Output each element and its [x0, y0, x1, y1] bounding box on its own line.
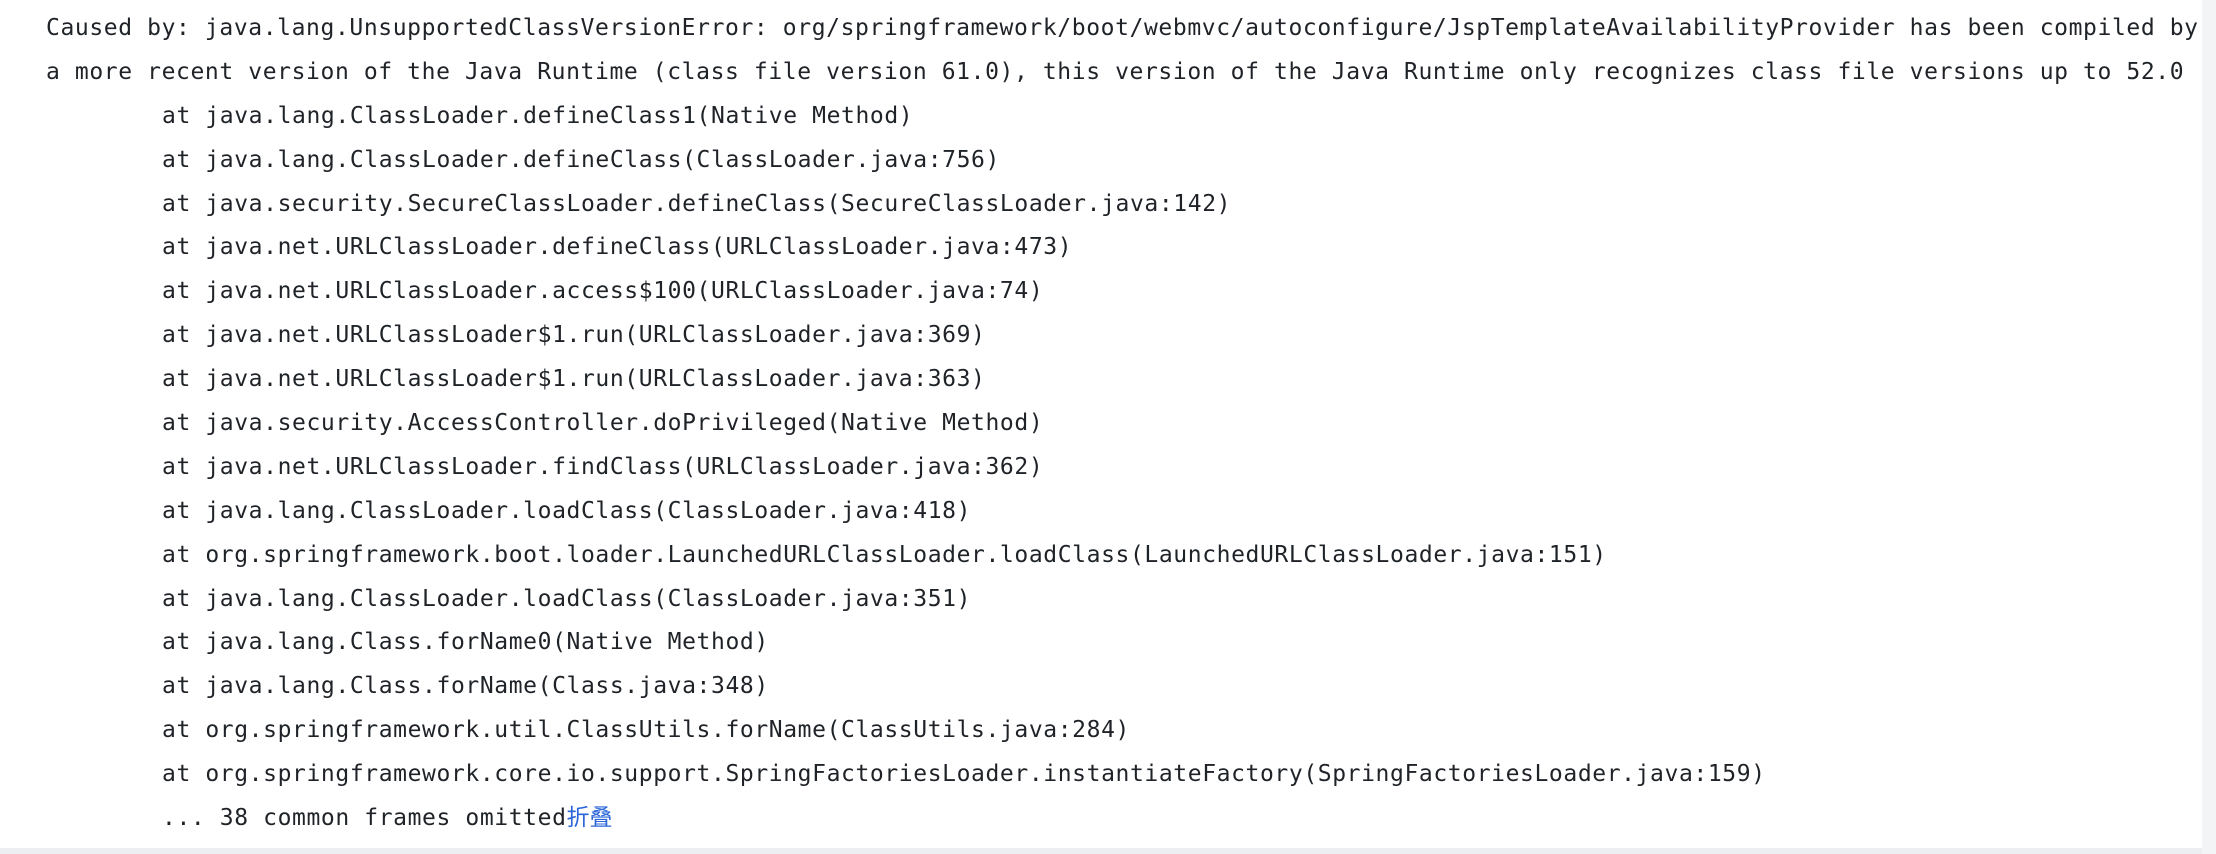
- horizontal-scrollbar[interactable]: [0, 848, 2202, 854]
- omitted-frames-line: ... 38 common frames omitted折叠: [46, 797, 2199, 841]
- stack-frame: at java.net.URLClassLoader$1.run(URLClas…: [162, 322, 986, 349]
- stack-frame: at org.springframework.boot.loader.Launc…: [162, 541, 1607, 568]
- stack-frame: at java.lang.ClassLoader.defineClass(Cla…: [162, 146, 1000, 173]
- stack-frame: at java.lang.ClassLoader.defineClass1(Na…: [162, 102, 914, 129]
- stack-frame: at java.net.URLClassLoader.access$100(UR…: [162, 278, 1044, 305]
- stack-frame: at java.lang.Class.forName0(Native Metho…: [162, 629, 769, 656]
- omitted-frames-text: ... 38 common frames omitted: [162, 805, 567, 832]
- stack-frame: at java.lang.Class.forName(Class.java:34…: [162, 673, 769, 700]
- stack-frame: at org.springframework.util.ClassUtils.f…: [162, 717, 1130, 744]
- stack-frame: at java.lang.ClassLoader.loadClass(Class…: [162, 585, 972, 612]
- fold-link[interactable]: 折叠: [566, 805, 613, 832]
- stack-frame: at java.net.URLClassLoader$1.run(URLClas…: [162, 366, 986, 393]
- caused-by-line: a more recent version of the Java Runtim…: [46, 58, 2185, 85]
- caused-by-line: Caused by: java.lang.UnsupportedClassVer…: [46, 15, 2199, 41]
- stack-frame: at java.security.AccessController.doPriv…: [162, 410, 1044, 437]
- stack-frame: at java.security.SecureClassLoader.defin…: [162, 190, 1232, 217]
- stack-frame: at java.lang.ClassLoader.loadClass(Class…: [162, 497, 972, 524]
- stack-frame: at java.net.URLClassLoader.findClass(URL…: [162, 453, 1044, 480]
- stack-trace: Caused by: java.lang.UnsupportedClassVer…: [46, 7, 2199, 841]
- vertical-scrollbar[interactable]: [2202, 0, 2216, 854]
- stack-frame: at org.springframework.core.io.support.S…: [162, 761, 1766, 788]
- stack-frame: at java.net.URLClassLoader.defineClass(U…: [162, 234, 1073, 261]
